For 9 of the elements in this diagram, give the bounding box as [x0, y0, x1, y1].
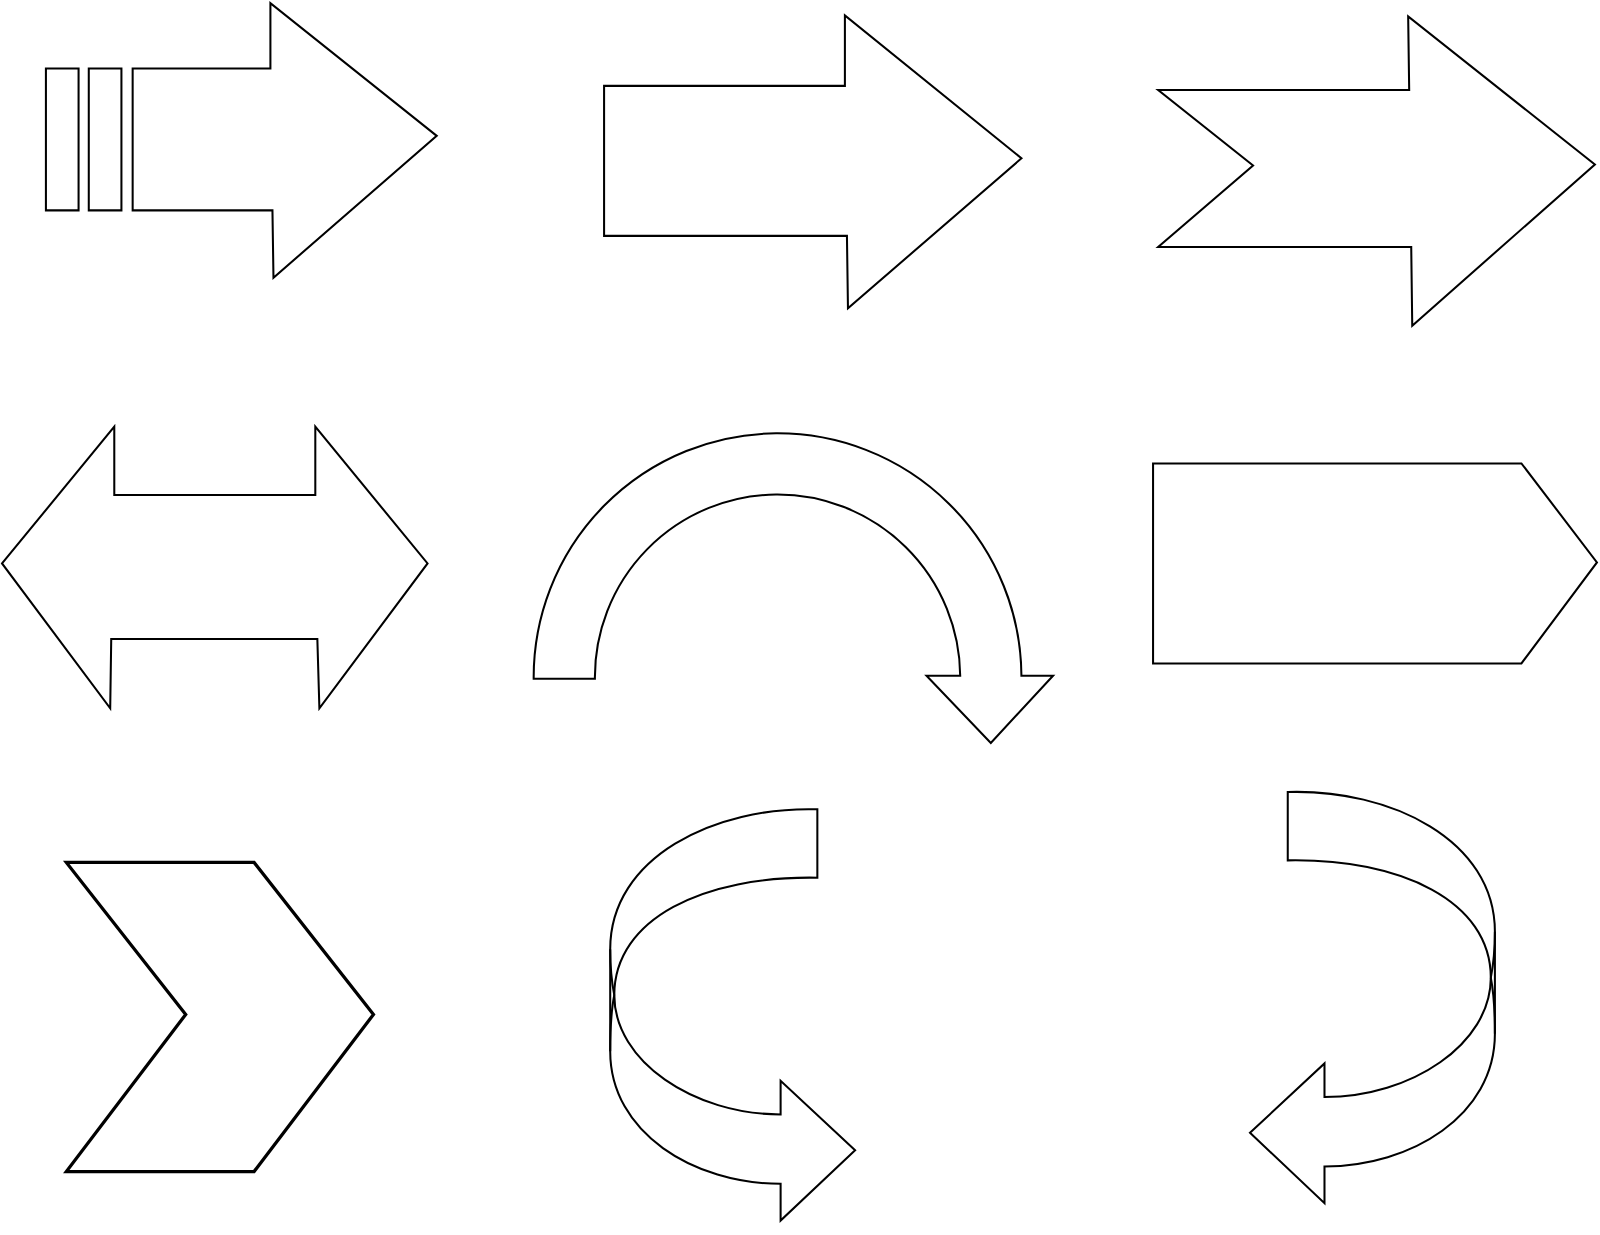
- chevron-shape: [62, 860, 376, 1174]
- double-headed-arrow: [0, 423, 429, 712]
- circular-arrow-drawing: [1249, 790, 1496, 1205]
- pentagon-arrow: [1152, 462, 1599, 665]
- notched-arrow: [1155, 14, 1597, 328]
- curved-arrow: [532, 432, 1055, 745]
- block-arrow: [603, 13, 1023, 311]
- circular-arrow-drawing: [609, 808, 857, 1222]
- striped-arrow-drawing: [44, 1, 439, 280]
